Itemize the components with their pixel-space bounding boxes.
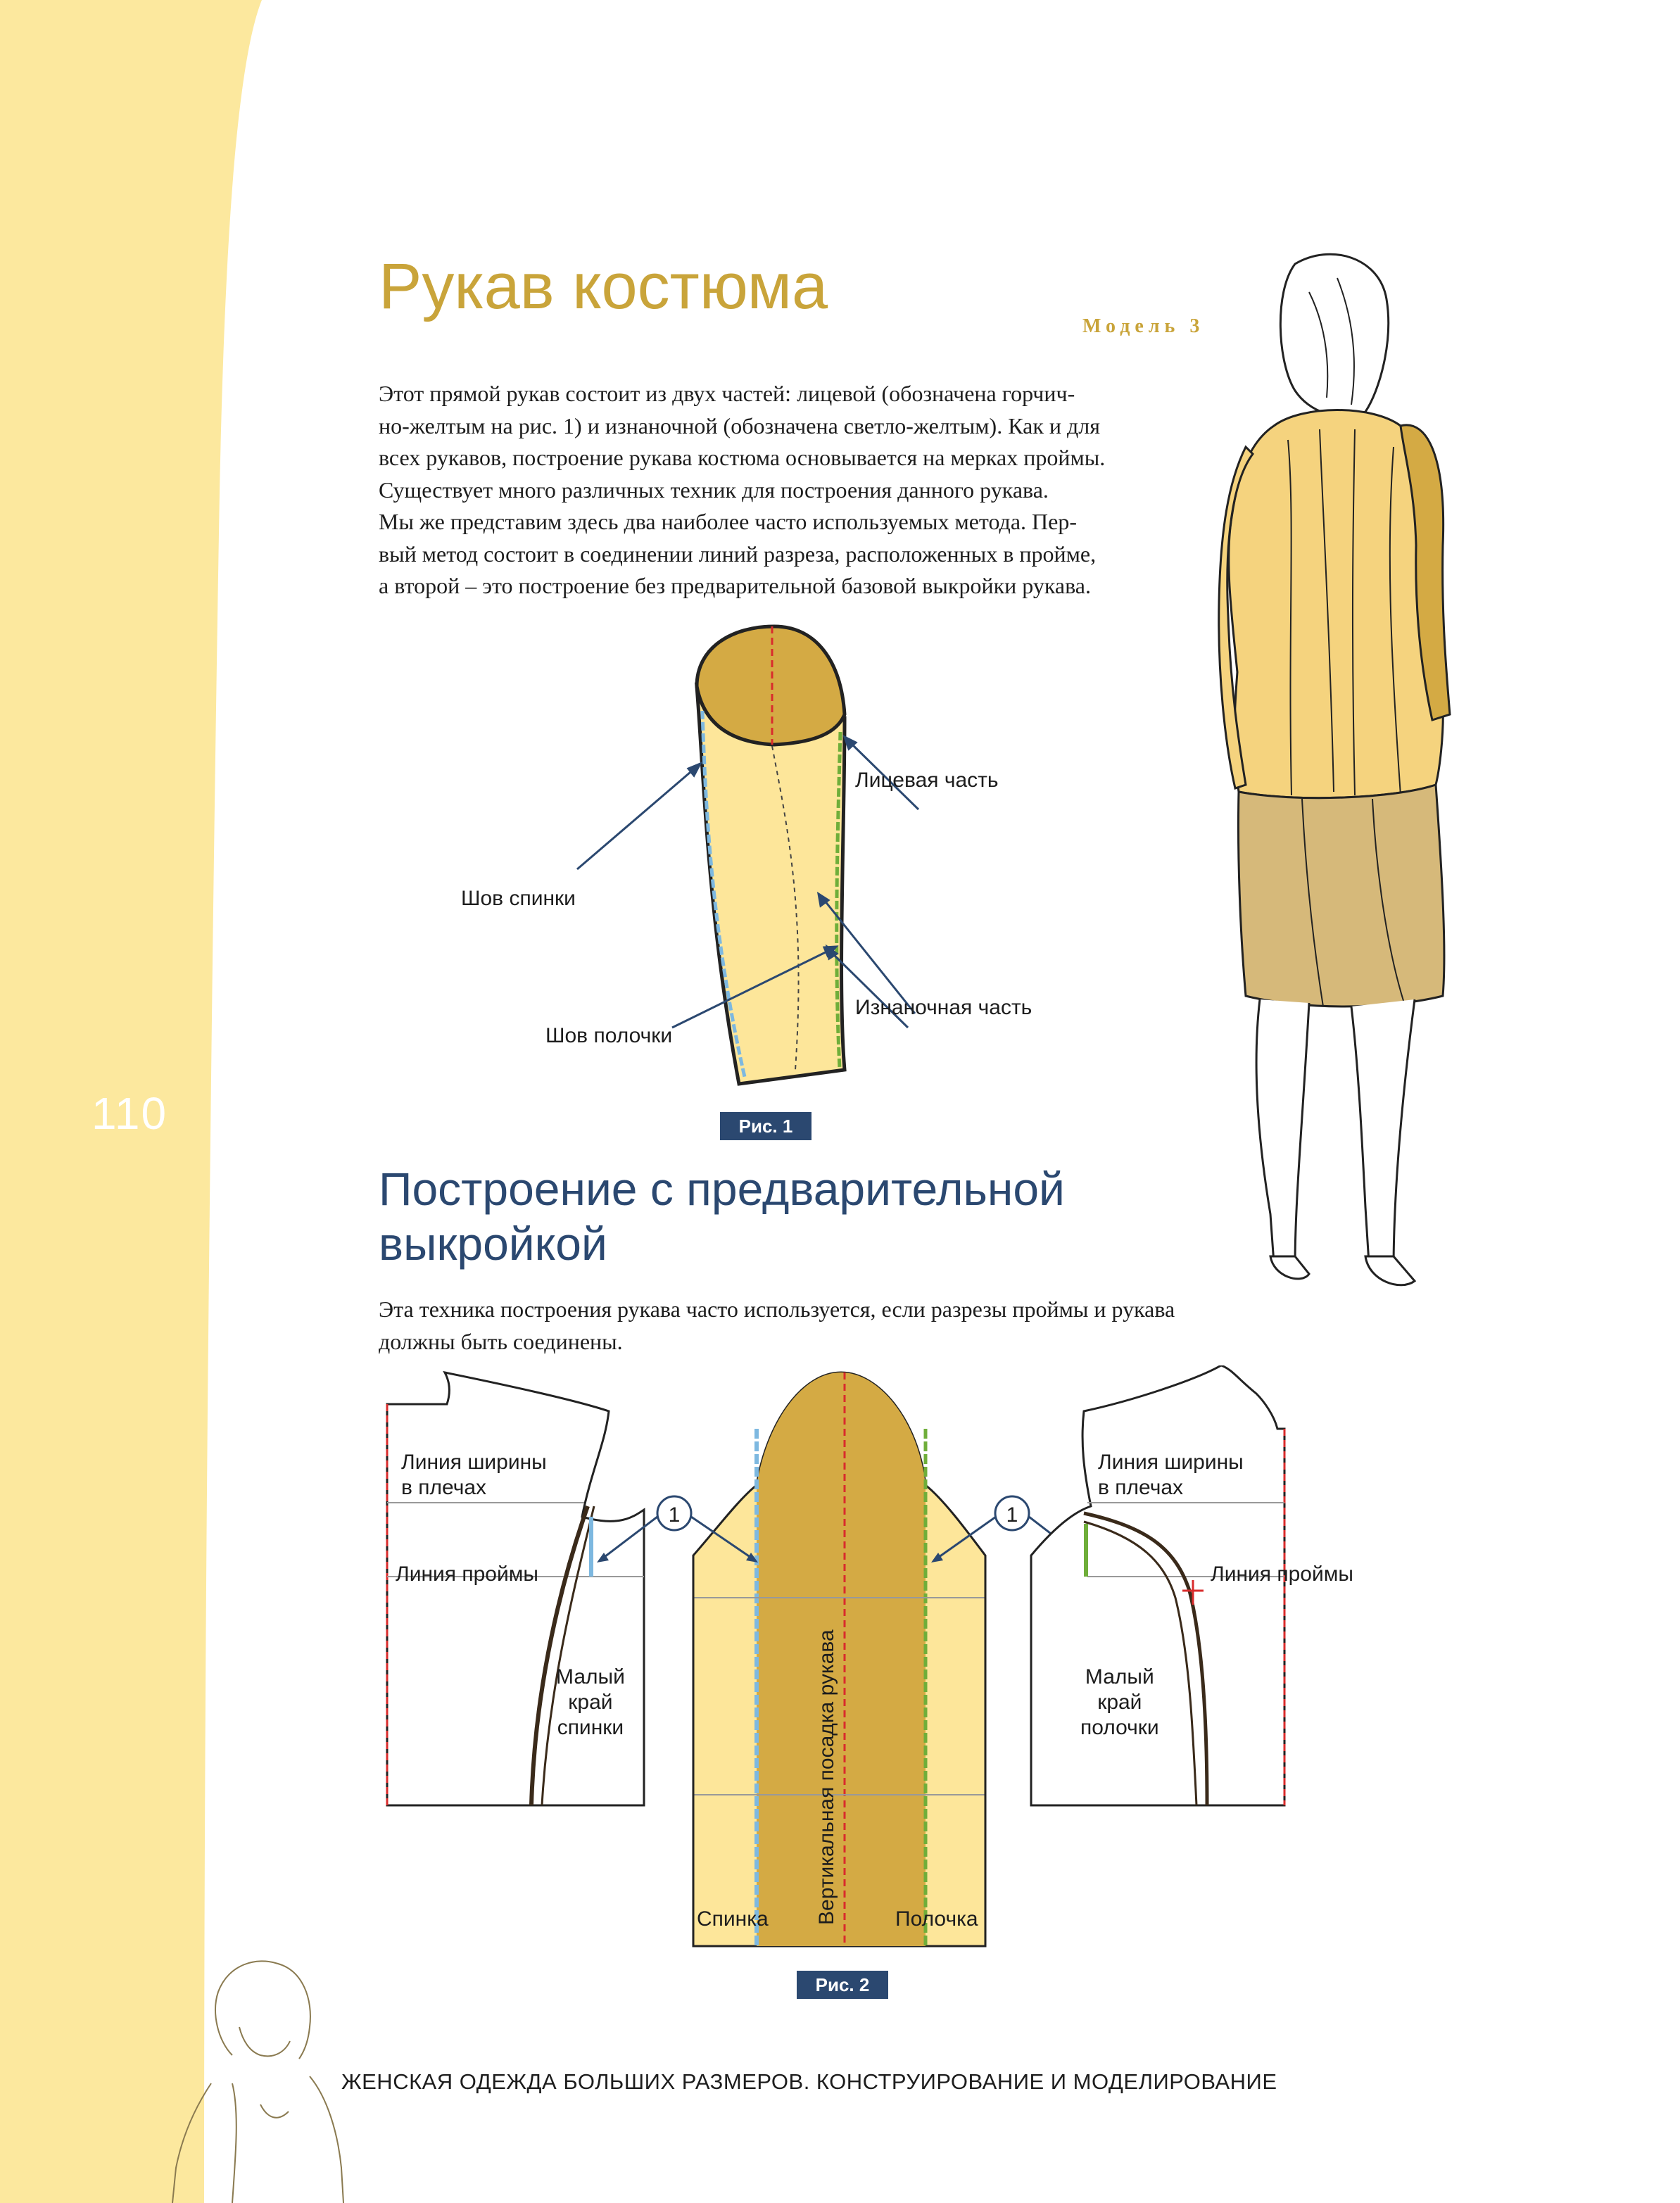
left-small-edge-label: Малый край спинки (556, 1665, 625, 1741)
marker-1-right: 1 (1006, 1503, 1018, 1527)
label-line: в плечах (401, 1476, 487, 1499)
sleeve-front-label: Полочка (895, 1907, 978, 1931)
label-line: Малый (1085, 1665, 1154, 1688)
figure-sketch-icon (172, 1960, 344, 2203)
page-number: 110 (91, 1088, 168, 1139)
intro-line: Существует много различных техник для по… (379, 476, 1049, 503)
label-line: Малый (556, 1665, 625, 1688)
section-line: Эта техника построения рукава часто испо… (379, 1296, 1175, 1322)
label-front-seam: Шов полочки (545, 1024, 673, 1047)
intro-line: а второй – это построение без предварите… (379, 573, 1091, 598)
model-illustration (1218, 253, 1451, 1287)
page-title: Рукав костюма (379, 251, 828, 322)
figure1-sleeve-diagram (576, 624, 920, 1086)
section-title-line: Построение с предварительной (379, 1163, 1065, 1215)
label-line: край (568, 1691, 613, 1714)
figure1-tag: Рис. 1 (720, 1112, 811, 1140)
figure2-diagram: 1 1 (386, 1365, 1286, 1948)
model-label: Модель 3 (1082, 315, 1205, 337)
left-shoulder-width-label: Линия ширины в плечах (401, 1450, 547, 1501)
intro-line: вый метод состоит в соединении линий раз… (379, 541, 1097, 567)
section-paragraph: Эта техника построения рукава часто испо… (379, 1294, 1294, 1358)
right-shoulder-width-label: Линия ширины в плечах (1098, 1450, 1244, 1501)
label-line: край (1097, 1691, 1142, 1714)
label-line: Линия ширины (401, 1451, 547, 1474)
intro-line: но-желтым на рис. 1) и изнаночной (обозн… (379, 412, 1100, 438)
figure2-tag: Рис. 2 (797, 1971, 888, 1999)
intro-paragraph: Этот прямой рукав состоит из двух частей… (379, 378, 1181, 602)
intro-line: Этот прямой рукав состоит из двух частей… (379, 381, 1075, 406)
right-small-edge-label: Малый край полочки (1080, 1665, 1159, 1741)
label-inner-part: Изнаночная часть (855, 996, 1032, 1019)
sleeve-vertical-label: Вертикальная посадка рукава (815, 1629, 838, 1925)
marker-1-left: 1 (669, 1503, 681, 1527)
right-armhole-label: Линия проймы (1211, 1563, 1353, 1586)
label-line: спинки (557, 1716, 624, 1739)
label-front-part: Лицевая часть (855, 769, 999, 792)
section-line: должны быть соединены. (379, 1328, 623, 1354)
section-title-line: выкройкой (379, 1218, 607, 1270)
sleeve-back-label: Спинка (697, 1907, 769, 1931)
label-line: Линия ширины (1098, 1451, 1244, 1474)
intro-line: всех рукавов, построение рукава костюма … (379, 445, 1106, 470)
intro-line: Мы же представим здесь два наиболее част… (379, 509, 1077, 534)
label-line: полочки (1080, 1716, 1159, 1739)
section-title: Построение с предварительной выкройкой (379, 1161, 1065, 1271)
label-back-seam: Шов спинки (461, 887, 576, 910)
footer-book-title: ЖЕНСКАЯ ОДЕЖДА БОЛЬШИХ РАЗМЕРОВ. КОНСТРУ… (341, 2069, 1277, 2094)
left-armhole-label: Линия проймы (396, 1563, 538, 1586)
label-line: в плечах (1098, 1476, 1184, 1499)
